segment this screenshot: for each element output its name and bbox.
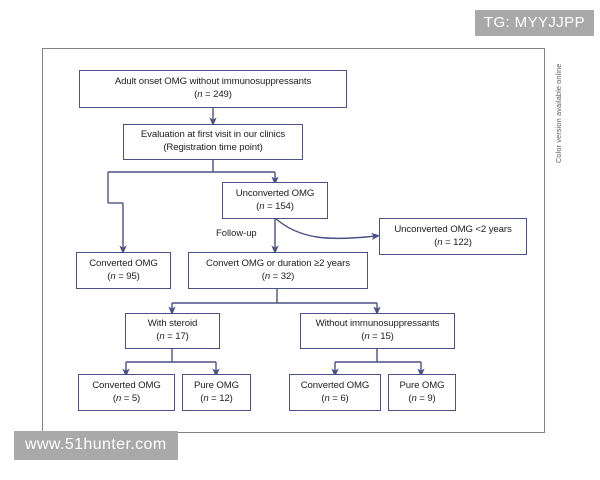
node-line1: Adult onset OMG without immunosuppressan… (114, 76, 312, 88)
node-line2: (n = 12) (200, 392, 233, 404)
node-line2: (n = 122) (434, 236, 472, 248)
node-line1: With steroid (147, 318, 198, 330)
node-line2: (n = 249) (194, 89, 232, 100)
edge-label-follow-up: Follow-up (216, 227, 257, 238)
tg-watermark-badge: TG: MYYJJPP (474, 10, 594, 36)
node-pure-omg-9: Pure OMG (n = 9) (388, 374, 456, 411)
side-caption-color-version: Color version available online (554, 63, 563, 163)
node-unconverted-omg-lt2years: Unconverted OMG <2 years (n = 122) (379, 218, 527, 255)
node-pure-omg-12: Pure OMG (n = 12) (182, 374, 251, 411)
node-line2: (Registration time point) (163, 142, 263, 153)
node-line2: (n = 17) (156, 331, 189, 342)
node-line1: Converted OMG (89, 257, 158, 269)
node-line1: Pure OMG (399, 379, 445, 391)
node-line2: (n = 6) (321, 392, 349, 404)
node-converted-omg-6: Converted OMG (n = 6) (289, 374, 381, 411)
node-line2: (n = 32) (261, 270, 295, 282)
node-without-immunosuppressants: Without immunosuppressants (n = 15) (300, 313, 455, 349)
node-adult-onset-omg: Adult onset OMG without immunosuppressan… (79, 70, 347, 108)
node-line1: Converted OMG (300, 379, 370, 391)
node-unconverted-omg: Unconverted OMG (n = 154) (222, 182, 328, 219)
node-converted-omg-5: Converted OMG (n = 5) (78, 374, 175, 411)
node-with-steroid: With steroid (n = 17) (125, 313, 220, 349)
node-line2: (n = 9) (408, 392, 436, 404)
node-line1: Unconverted OMG <2 years (394, 223, 512, 235)
node-line1: Convert OMG or duration ≥2 years (206, 257, 350, 269)
node-line1: Without immunosuppressants (315, 318, 440, 330)
node-line2: (n = 95) (107, 270, 140, 282)
site-watermark-badge: www.51hunter.com (14, 431, 178, 460)
node-line2: (n = 15) (361, 331, 394, 342)
node-line1: Converted OMG (92, 379, 161, 391)
node-line1: Evaluation at first visit in our clinics (140, 129, 286, 141)
node-converted-omg-95: Converted OMG (n = 95) (76, 252, 171, 289)
node-line2: (n = 5) (112, 392, 141, 404)
node-evaluation-first-visit: Evaluation at first visit in our clinics… (123, 124, 303, 160)
node-line1: Pure OMG (193, 379, 240, 391)
node-line2: (n = 154) (256, 200, 294, 212)
node-convert-omg-ge2years: Convert OMG or duration ≥2 years (n = 32… (188, 252, 368, 289)
node-line1: Unconverted OMG (235, 187, 315, 199)
